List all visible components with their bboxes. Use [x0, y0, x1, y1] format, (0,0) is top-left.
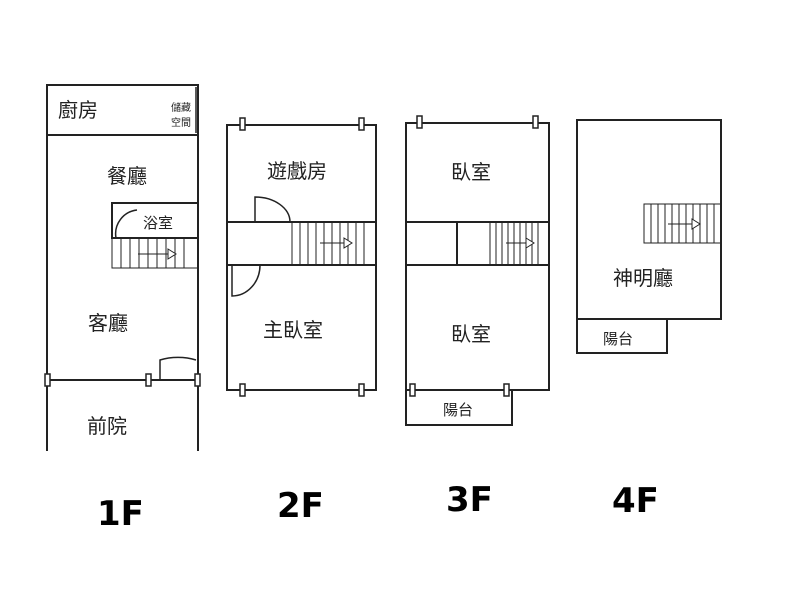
- room-label-kitchen: 廚房: [58, 98, 98, 122]
- room-label-front-yard: 前院: [87, 414, 127, 438]
- floor-label-2f: 2F: [277, 486, 324, 526]
- entrance-door-icon: [159, 356, 197, 380]
- room-label-storage-line1: 儲藏: [171, 102, 191, 114]
- floor-4-plan: [576, 119, 722, 354]
- master-bedroom-door-icon: [231, 264, 261, 297]
- floor-2-hallway: [226, 221, 377, 266]
- room-label-dining: 餐廳: [107, 164, 147, 188]
- floor-label-4f: 4F: [612, 481, 659, 521]
- room-label-f3-balcony: 陽台: [443, 401, 473, 419]
- floor-2-plan: [226, 117, 377, 397]
- room-label-living: 客廳: [88, 311, 128, 335]
- room-label-master-bedroom: 主臥室: [263, 318, 323, 342]
- room-label-playroom: 遊戲房: [267, 159, 327, 183]
- bathroom-door-icon: [114, 209, 138, 239]
- floor-label-3f: 3F: [446, 480, 493, 520]
- floor-3-hallway: [405, 221, 550, 266]
- floor-4-balcony-outline: [576, 318, 668, 354]
- room-label-f4-balcony: 陽台: [603, 330, 633, 348]
- floor-1-plan: [44, 84, 201, 451]
- floor-3-stairs: [489, 222, 539, 265]
- room-label-bedroom-front: 臥室: [451, 160, 491, 184]
- floor-4-stairs: [643, 203, 722, 244]
- floor-3-plan: [405, 115, 550, 426]
- room-label-storage-line2: 空間: [171, 116, 191, 129]
- room-label-bedroom-back: 臥室: [451, 322, 491, 346]
- room-label-bathroom: 浴室: [143, 214, 173, 232]
- floor-1-stairs: [111, 237, 199, 269]
- room-label-shrine: 神明廳: [613, 266, 673, 290]
- floor-3-balcony-outline: [405, 390, 513, 426]
- floor-2-stairs: [291, 222, 365, 265]
- floor-label-1f: 1F: [97, 494, 144, 534]
- playroom-door-icon: [254, 196, 291, 223]
